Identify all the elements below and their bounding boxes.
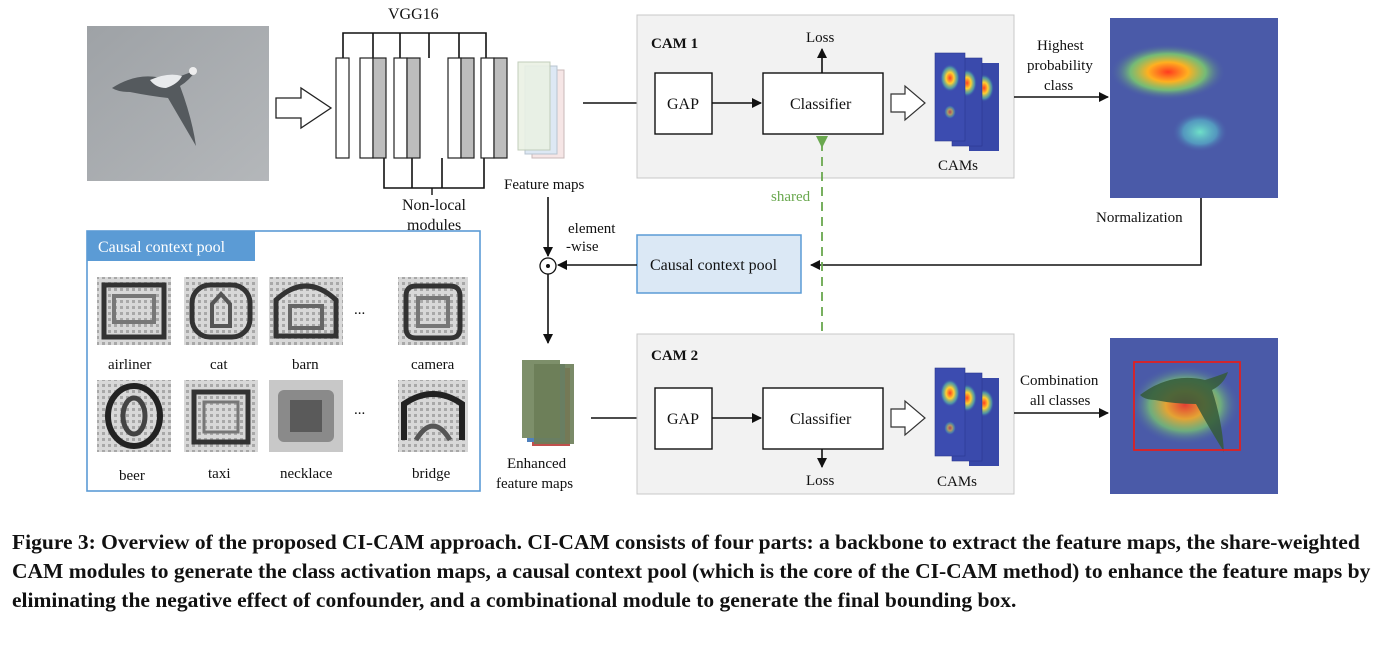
- highest-label-2: probability: [1027, 58, 1093, 74]
- enhanced-feature-maps-stack: Enhanced feature maps: [496, 360, 574, 492]
- non-local-label-1: Non-local: [402, 197, 467, 214]
- svg-text:taxi: taxi: [208, 466, 231, 482]
- shared-label: shared: [771, 189, 811, 205]
- cam2-title: CAM 2: [651, 348, 698, 364]
- pool-item-taxi: taxi: [184, 380, 258, 482]
- cam2-module: CAM 2 GAP Classifier Loss CAMs: [636, 333, 1015, 495]
- cam1-module: CAM 1 GAP Classifier Loss CAMs: [636, 14, 1015, 179]
- elementwise-label-1: element: [568, 221, 616, 237]
- pool-panel-title: Causal context pool: [98, 239, 226, 256]
- heatmap-highest-class: [1110, 18, 1278, 198]
- normalization-label: Normalization: [1096, 210, 1183, 226]
- cam1-cams-stack: [934, 52, 999, 151]
- cam1-gap: GAP: [667, 96, 699, 113]
- pool-item-bridge: bridge: [398, 380, 468, 482]
- svg-text:barn: barn: [292, 357, 319, 373]
- cam1-classifier: Classifier: [790, 96, 852, 113]
- vgg16-title: VGG16: [388, 6, 439, 23]
- cam2-cams-stack: [934, 367, 999, 466]
- svg-text:beer: beer: [119, 468, 145, 484]
- svg-text:bridge: bridge: [412, 466, 451, 482]
- non-local-label-2: modules: [407, 217, 461, 234]
- cam2-loss: Loss: [806, 473, 835, 489]
- elementwise-label-2: -wise: [566, 239, 599, 255]
- svg-text:cat: cat: [210, 357, 228, 373]
- svg-text:camera: camera: [411, 357, 455, 373]
- enhanced-label-2: feature maps: [496, 476, 573, 492]
- pool-item-beer: beer: [97, 380, 171, 484]
- cam1-loss: Loss: [806, 30, 835, 46]
- highest-label-1: Highest: [1037, 38, 1084, 54]
- feature-maps-label: Feature maps: [504, 177, 585, 193]
- hollow-arrow-to-backbone: [275, 86, 333, 130]
- combination-label-1: Combination: [1020, 373, 1099, 389]
- combination-label-2: all classes: [1030, 393, 1091, 409]
- elementwise-product-symbol: [539, 257, 557, 275]
- highest-label-3: class: [1044, 78, 1073, 94]
- pool-item-barn: barn: [269, 277, 343, 373]
- feature-maps-stack: Feature maps: [504, 61, 585, 193]
- figure-caption: Figure 3: Overview of the proposed CI-CA…: [12, 530, 1371, 612]
- svg-text:Causal context pool: Causal context pool: [650, 257, 778, 274]
- input-bird-image: [87, 26, 269, 181]
- enhanced-label-1: Enhanced: [507, 456, 567, 472]
- cam2-cams-label: CAMs: [937, 474, 977, 490]
- cam2-gap: GAP: [667, 411, 699, 428]
- svg-text:airliner: airliner: [108, 357, 151, 373]
- cam1-title: CAM 1: [651, 36, 698, 52]
- pool-ellipsis-2: ...: [354, 402, 365, 418]
- pool-item-necklace: necklace: [269, 380, 343, 482]
- vgg16-backbone: VGG16 Non-local modules: [335, 6, 508, 234]
- pool-item-airliner: airliner: [97, 277, 171, 373]
- cam2-classifier: Classifier: [790, 411, 852, 428]
- causal-context-pool-panel: Causal context pool airliner cat barn ..…: [86, 230, 481, 492]
- pool-ellipsis-1: ...: [354, 302, 365, 318]
- causal-context-pool-box: Causal context pool: [636, 234, 802, 294]
- final-bounding-box-image: [1110, 338, 1278, 494]
- cam1-cams-label: CAMs: [938, 158, 978, 174]
- pool-item-camera: camera: [398, 277, 468, 373]
- svg-text:necklace: necklace: [280, 466, 333, 482]
- pool-item-cat: cat: [184, 277, 258, 373]
- ci-cam-diagram: VGG16 Non-local modules Feature maps CAM…: [86, 6, 1278, 495]
